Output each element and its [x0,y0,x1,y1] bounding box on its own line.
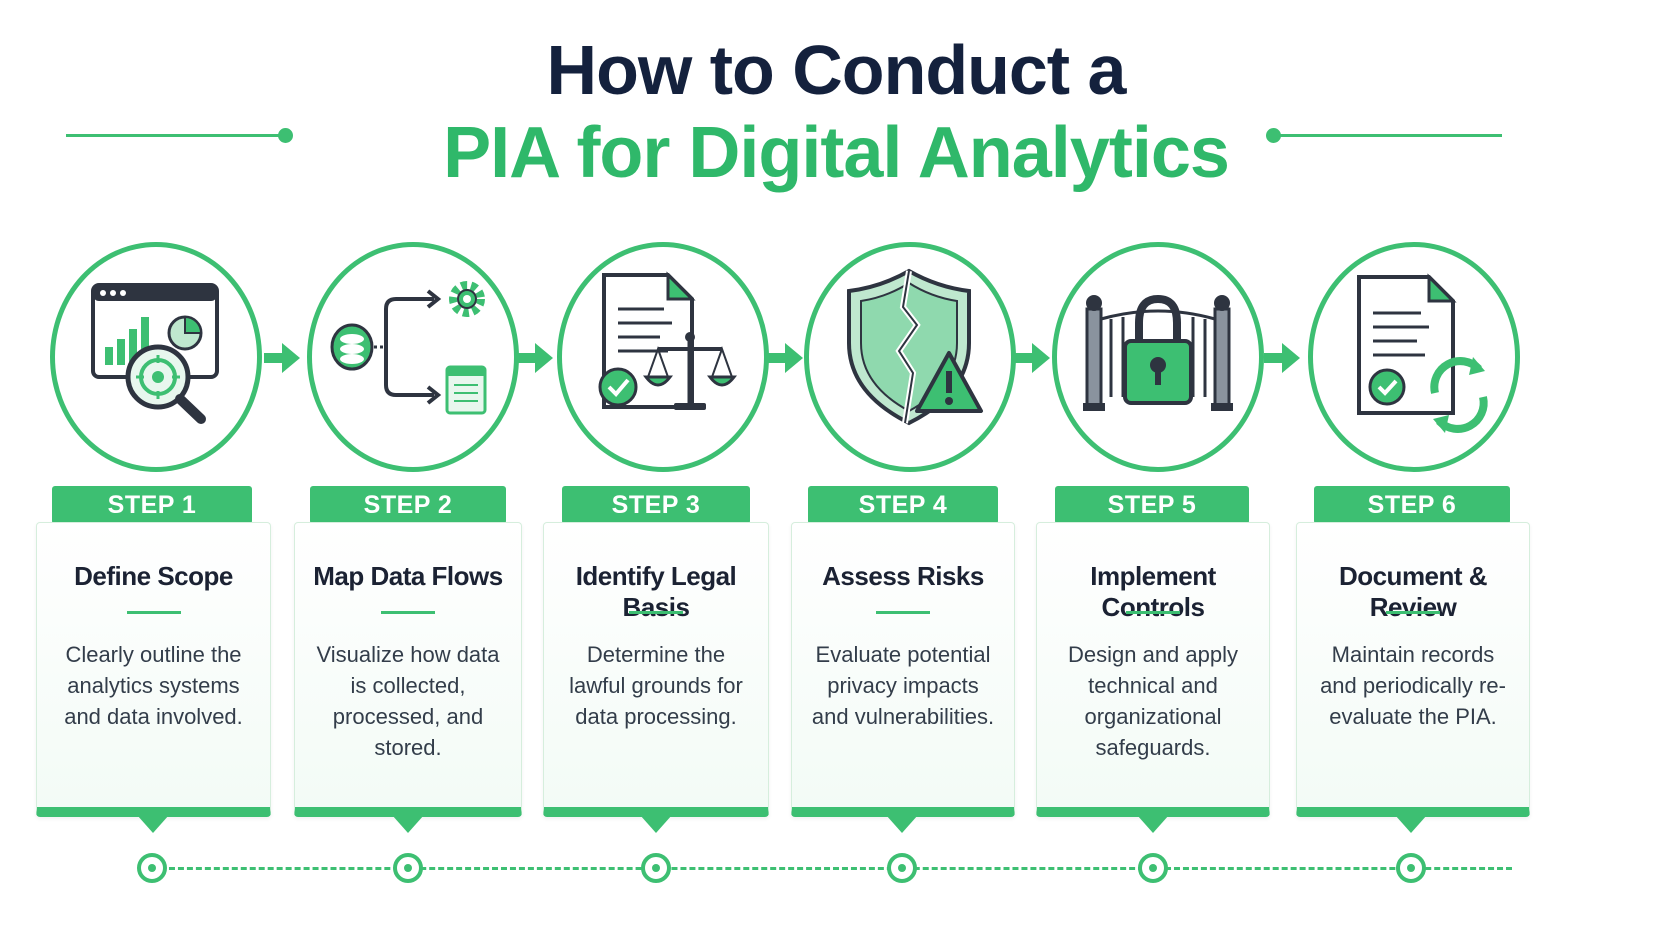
timeline-node-6 [1396,853,1426,883]
cracked-shield-warning-icon [847,268,983,426]
arrow-right-icon [1264,343,1300,373]
step-1-icon-circle [50,242,262,472]
step-6-pointer [1395,815,1427,833]
arrow-right-icon [767,343,803,373]
step-4-description: Evaluate potential privacy impacts and v… [811,642,995,729]
step-1-badge: STEP 1 [52,486,252,524]
step-1-description: Clearly outline the analytics systems an… [64,642,243,729]
title-decor-line-left [66,134,284,137]
step-2-title: Map Data Flows [313,561,503,591]
step-3-card: Identify Legal Basis Determine the lawfu… [543,522,769,817]
step-4-divider [876,611,930,614]
data-flow-icon [330,281,487,415]
step-2-icon-circle [307,242,519,472]
gate-padlock-icon [1083,294,1233,411]
arrow-right-icon [517,343,553,373]
step-3-title: Identify Legal Basis [575,561,737,622]
document-refresh-icon [1357,273,1488,433]
step-5-icon-circle [1052,242,1264,472]
timeline-node-3 [641,853,671,883]
step-3-badge: STEP 3 [562,486,750,524]
title-decor-line-right [1280,134,1502,137]
step-3-divider [629,611,683,614]
step-6-badge: STEP 6 [1314,486,1510,524]
timeline-node-2 [393,853,423,883]
step-3-description: Determine the lawful grounds for data pr… [569,642,743,729]
title-decor-dot-right [1266,128,1281,143]
step-5-description: Design and apply technical and organizat… [1067,642,1238,760]
step-6-title: Document & Review [1338,561,1488,622]
step-1-pointer [137,815,169,833]
step-6-divider [1386,611,1440,614]
title-line-1: How to Conduct a [546,31,1127,109]
step-2-pointer [392,815,424,833]
timeline-node-4 [887,853,917,883]
arrow-right-icon [1014,343,1050,373]
step-5-card: Implement Controls Design and apply tech… [1036,522,1270,817]
step-2-badge: STEP 2 [310,486,506,524]
document-scales-icon [598,271,738,410]
step-6-icon-circle [1308,242,1520,472]
step-4-title: Assess Risks [822,561,984,591]
arrow-right-icon [264,343,300,373]
step-5-pointer [1137,815,1169,833]
step-3-pointer [640,815,672,833]
analytics-dashboard-magnifier-icon [91,283,219,424]
step-1-divider [126,611,181,614]
step-4-icon-circle [804,242,1016,472]
step-5-divider [1126,611,1180,614]
step-6-card: Document & Review Maintain records and p… [1296,522,1530,817]
timeline-node-1 [137,853,167,883]
step-2-divider [381,611,435,614]
step-4-badge: STEP 4 [808,486,998,524]
step-4-pointer [886,815,918,833]
step-2-card: Map Data Flows Visualize how data is col… [294,522,522,817]
step-1-title: Define Scope [74,561,233,591]
title-line-2: PIA for Digital Analytics [443,113,1230,193]
step-5-badge: STEP 5 [1055,486,1249,524]
step-1-card: Define Scope Clearly outline the analyti… [36,522,271,817]
step-6-description: Maintain records and periodically re-eva… [1320,642,1506,729]
step-4-card: Assess Risks Evaluate potential privacy … [791,522,1015,817]
timeline-dashed-line [160,867,1512,870]
step-5-title: Implement Controls [1090,561,1216,622]
step-2-description: Visualize how data is collected, process… [316,642,500,760]
page-title: How to Conduct a PIA for Digital Analyti… [0,28,1672,196]
title-decor-dot-left [278,128,293,143]
timeline-node-5 [1138,853,1168,883]
step-3-icon-circle [557,242,769,472]
